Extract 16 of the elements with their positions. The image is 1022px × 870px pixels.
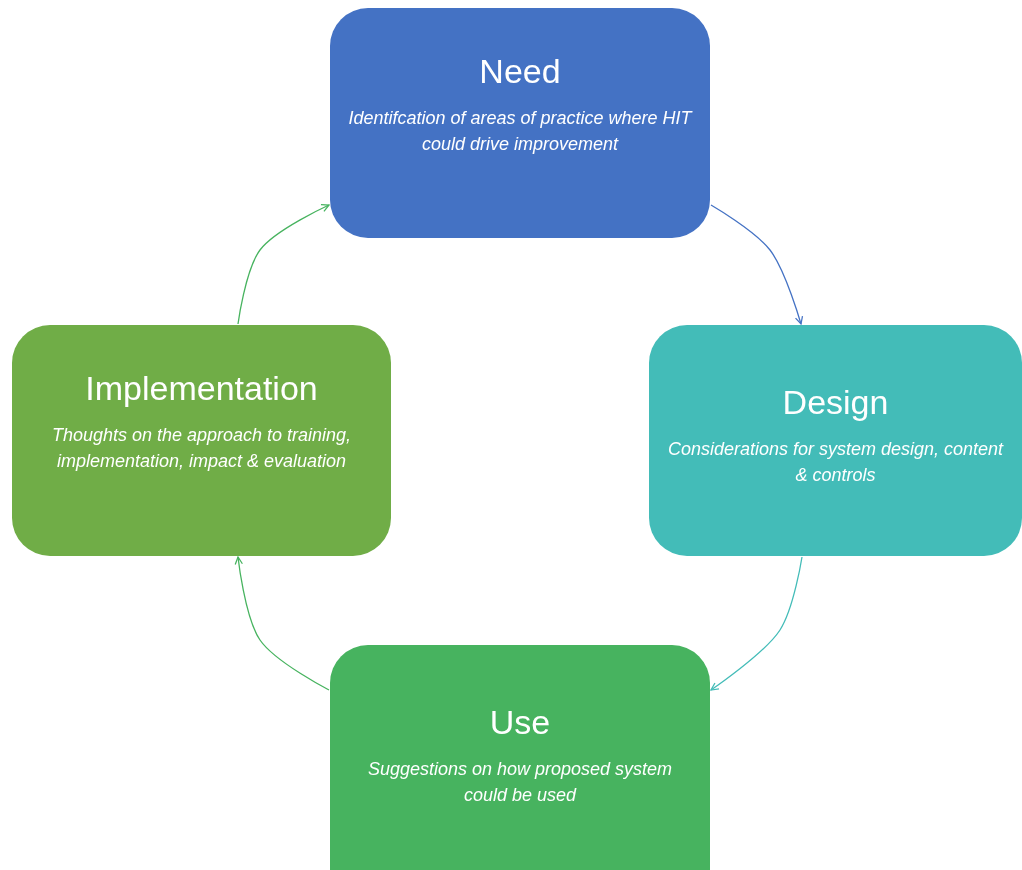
box-description: Considerations for system design, content & controls xyxy=(667,438,1004,487)
process-box xyxy=(12,325,391,556)
box-description: Thoughts on the approach to training, implementation, impact & evaluation xyxy=(50,424,353,473)
box-title: Design xyxy=(782,383,889,422)
arrow xyxy=(710,204,804,325)
process-box xyxy=(649,325,1022,556)
box-title: Use xyxy=(489,703,551,742)
box-description: Suggestions on how proposed system could be used xyxy=(366,758,674,807)
arrow xyxy=(237,204,330,325)
arrow xyxy=(234,556,330,691)
process-box xyxy=(330,645,710,870)
box-description: Identifcation of areas of practice where HIT could drive improvement xyxy=(348,107,692,156)
box-title: Implementation xyxy=(85,369,318,408)
box-title: Need xyxy=(479,52,561,91)
process-box xyxy=(330,8,710,238)
arrow xyxy=(710,556,803,691)
